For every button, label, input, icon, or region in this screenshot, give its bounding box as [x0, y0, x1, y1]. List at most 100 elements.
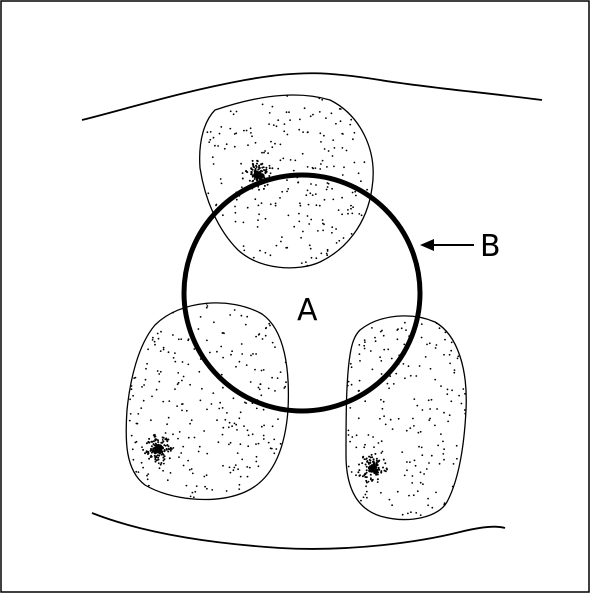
stipple-dot: [189, 469, 191, 471]
stipple-dot: [447, 389, 449, 391]
stipple-dot: [226, 490, 228, 492]
stipple-dot: [366, 189, 368, 191]
stipple-dot: [309, 244, 311, 246]
nucleus-dot: [163, 444, 165, 446]
stipple-dot: [350, 208, 352, 210]
stipple-dot: [157, 370, 159, 372]
stipple-dot: [360, 500, 362, 502]
stipple-dot: [137, 413, 139, 415]
stipple-dot: [214, 145, 216, 147]
stipple-dot: [342, 147, 344, 149]
stipple-dot: [258, 213, 260, 215]
stipple-dot: [207, 305, 209, 307]
nucleus-dot: [252, 164, 254, 166]
stipple-dot: [168, 351, 170, 353]
stipple-dot: [240, 476, 242, 478]
stipple-dot: [270, 254, 272, 256]
stipple-dot: [189, 423, 191, 425]
stipple-dot: [260, 394, 262, 396]
stipple-dot: [365, 485, 367, 487]
stipple-dot: [351, 436, 353, 438]
stipple-dot: [420, 431, 422, 433]
nucleus-dot: [371, 456, 373, 458]
stipple-dot: [434, 425, 436, 427]
nucleus-dot: [155, 461, 157, 463]
stipple-dot: [351, 213, 353, 215]
stipple-dot: [246, 466, 248, 468]
stipple-dot: [409, 461, 411, 463]
stipple-dot: [310, 115, 312, 117]
stipple-dot: [230, 354, 232, 356]
stipple-dot: [158, 462, 160, 464]
nucleus-dot: [249, 180, 251, 182]
stipple-dot: [257, 219, 259, 221]
stipple-dot: [457, 358, 459, 360]
stipple-dot: [207, 131, 209, 133]
stipple-dot: [436, 322, 438, 324]
stipple-dot: [341, 197, 343, 199]
stipple-dot: [340, 108, 342, 110]
stipple-dot: [346, 150, 348, 152]
nucleus-dot: [261, 167, 263, 169]
stipple-dot: [365, 494, 367, 496]
stipple-dot: [350, 205, 352, 207]
stipple-dot: [142, 467, 144, 469]
stipple-dot: [311, 257, 313, 259]
stipple-dot: [176, 405, 178, 407]
stipple-dot: [239, 484, 241, 486]
stipple-dot: [359, 380, 361, 382]
nucleus-dot: [167, 439, 169, 441]
stipple-dot: [272, 342, 274, 344]
stipple-dot: [310, 248, 312, 250]
stipple-dot: [234, 309, 236, 311]
stipple-dot: [274, 390, 276, 392]
stipple-dot: [268, 442, 270, 444]
nucleus-dot: [374, 453, 376, 455]
stipple-dot: [261, 202, 263, 204]
nucleus-dot: [150, 448, 152, 450]
stipple-dot: [440, 385, 442, 387]
stipple-dot: [449, 354, 451, 356]
stipple-dot: [429, 418, 431, 420]
stipple-dot: [322, 223, 324, 225]
stipple-dot: [162, 470, 164, 472]
nucleus-dot: [151, 452, 153, 454]
stipple-dot: [255, 336, 257, 338]
stipple-dot: [152, 339, 154, 341]
stipple-dot: [237, 452, 239, 454]
stipple-dot: [229, 314, 231, 316]
stipple-dot: [241, 353, 243, 355]
stipple-dot: [246, 316, 248, 318]
stipple-dot: [215, 205, 217, 207]
stipple-dot: [356, 434, 358, 436]
nucleus-dot: [242, 178, 244, 180]
stipple-dot: [270, 172, 272, 174]
stipple-dot: [383, 401, 385, 403]
stipple-dot: [234, 423, 236, 425]
stipple-dot: [315, 184, 317, 186]
stipple-dot: [326, 166, 328, 168]
stipple-dot: [133, 459, 135, 461]
stipple-dot: [203, 430, 205, 432]
stipple-dot: [188, 437, 190, 439]
stipple-dot: [331, 232, 333, 234]
stipple-dot: [312, 114, 314, 116]
stipple-dot: [310, 183, 312, 185]
stipple-dot: [354, 132, 356, 134]
stipple-dot: [355, 195, 357, 197]
nucleus-dot: [385, 470, 387, 472]
stipple-dot: [434, 379, 436, 381]
nucleus-dot: [366, 458, 368, 460]
stipple-dot: [226, 412, 228, 414]
stipple-dot: [247, 445, 249, 447]
nucleus-dot: [157, 444, 159, 446]
stipple-dot: [222, 387, 224, 389]
stipple-dot: [276, 245, 278, 247]
stipple-dot: [172, 312, 174, 314]
stipple-dot: [237, 468, 239, 470]
nucleus-dot: [154, 458, 156, 460]
stipple-dot: [358, 213, 360, 215]
nucleus-dot: [369, 462, 371, 464]
stipple-dot: [181, 410, 183, 412]
